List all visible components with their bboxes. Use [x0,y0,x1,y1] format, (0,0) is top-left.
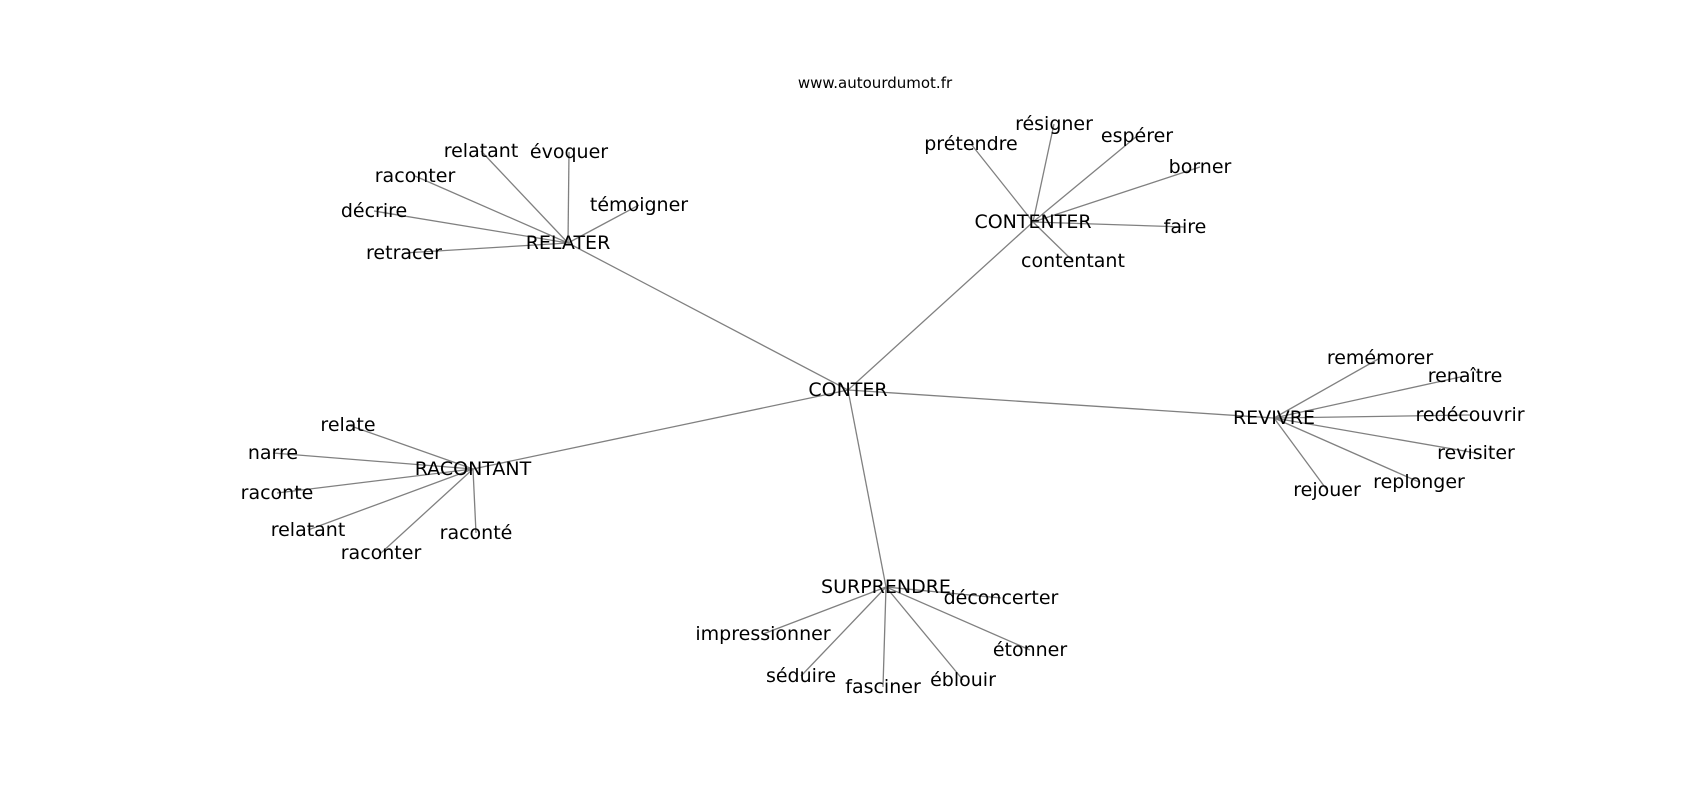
edge-racontant-relate [347,424,474,470]
edge-surprendre-fasciner [882,586,887,688]
edge-revivre-redecouvrir [1273,414,1471,419]
word-node-revivre-replonger[interactable]: replonger [1373,471,1465,493]
edge-contenter-esperer [1032,135,1138,223]
edge-racontant-raconte [276,468,474,494]
word-node-racontant-narre[interactable]: narre [248,442,298,464]
word-node-contenter-esperer[interactable]: espérer [1101,125,1173,147]
word-node-racontant-raconte[interactable]: raconté [440,522,513,544]
word-node-surprendre-impressionner[interactable]: impressionner [695,623,830,645]
edges-layer [272,123,1477,688]
edge-relater-temoigner [567,204,640,244]
edge-contenter-faire [1032,221,1186,228]
word-node-relater-decrire[interactable]: décrire [341,200,407,222]
word-node-contenter-pretendre[interactable]: prétendre [924,133,1017,155]
edge-revivre-replonger [1273,417,1420,483]
edge-revivre-rejouer [1273,417,1328,491]
edge-racontant-raconter [380,468,474,554]
word-node-contenter-contentant[interactable]: contentant [1021,250,1125,272]
edge-contenter-contentant [1032,221,1074,262]
word-node-relater-raconter[interactable]: raconter [375,165,456,187]
edge-surprendre-seduire [800,586,887,677]
word-node-racontant-raconte[interactable]: raconte [241,482,314,504]
hub-node-racontant[interactable]: RACONTANT [415,458,532,480]
edge-relater-decrire [373,210,569,244]
edge-relater-retracer [403,242,569,254]
word-node-surprendre-deconcerter[interactable]: déconcerter [944,587,1059,609]
hub-node-relater[interactable]: RELATER [526,232,611,254]
edge-conter-contenter [847,221,1034,391]
center-node-conter[interactable]: CONTER [808,379,887,401]
source-watermark: www.autourdumot.fr [798,74,953,92]
hub-node-surprendre[interactable]: SURPRENDRE [821,576,951,598]
word-node-relater-temoigner[interactable]: témoigner [590,194,688,216]
edge-revivre-revisiter [1273,417,1477,454]
word-node-racontant-relate[interactable]: relate [320,414,375,436]
word-node-surprendre-etonner[interactable]: étonner [993,639,1068,661]
word-node-contenter-resigner[interactable]: résigner [1015,113,1093,135]
word-node-racontant-relatant[interactable]: relatant [271,519,346,541]
word-node-revivre-renaitre[interactable]: renaître [1428,365,1503,387]
edge-conter-racontant [472,389,849,470]
edge-contenter-borner [1032,166,1201,223]
edge-surprendre-eblouir [885,586,964,681]
word-node-revivre-revisiter[interactable]: revisiter [1437,442,1515,464]
edge-conter-relater [567,242,849,391]
edge-relater-raconter [414,175,569,244]
edge-racontant-relatant [307,468,474,531]
word-node-relater-evoquer[interactable]: évoquer [530,141,608,163]
labels-layer: www.autourdumot.fr CONTER RELATER relatant… [241,74,1525,698]
word-node-revivre-rejouer[interactable]: rejouer [1293,479,1361,501]
word-node-surprendre-seduire[interactable]: séduire [766,665,836,687]
edge-surprendre-impressionner [762,586,887,635]
word-node-contenter-borner[interactable]: borner [1169,156,1232,178]
edge-contenter-pretendre [970,143,1034,223]
edge-conter-revivre [847,389,1275,419]
edge-conter-surprendre [847,389,887,588]
word-node-revivre-rememorer[interactable]: remémorer [1327,347,1433,369]
edge-relater-relatant [480,150,569,244]
word-node-surprendre-fasciner[interactable]: fasciner [845,676,921,698]
word-node-contenter-faire[interactable]: faire [1164,216,1207,238]
hub-node-revivre[interactable]: REVIVRE [1233,407,1315,429]
word-node-relater-relatant[interactable]: relatant [444,140,519,162]
word-node-relater-retracer[interactable]: retracer [366,242,442,264]
word-node-revivre-redecouvrir[interactable]: redécouvrir [1415,404,1524,426]
edge-surprendre-deconcerter [885,586,1002,599]
edge-relater-evoquer [567,151,570,244]
edge-revivre-rememorer [1273,357,1381,419]
edge-racontant-raconte [472,468,477,534]
edge-revivre-renaitre [1273,375,1466,419]
word-node-racontant-raconter[interactable]: raconter [341,542,422,564]
edge-contenter-resigner [1032,123,1055,223]
edge-racontant-narre [272,452,474,470]
hub-node-contenter[interactable]: CONTENTER [974,211,1091,233]
word-node-surprendre-eblouir[interactable]: éblouir [930,669,996,691]
edge-surprendre-etonner [885,586,1031,651]
